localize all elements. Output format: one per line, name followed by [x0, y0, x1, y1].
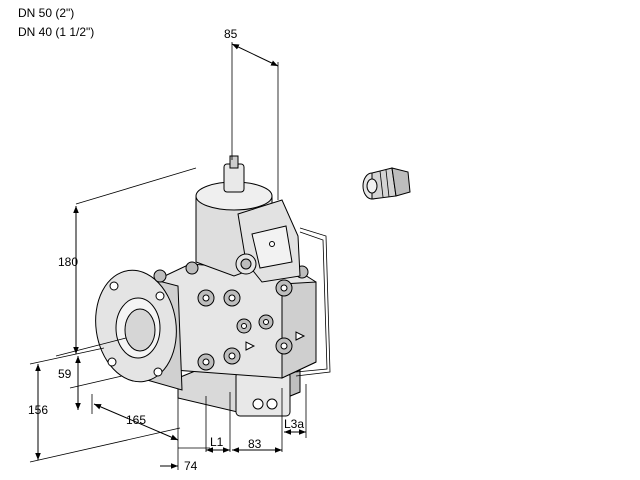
dim-label-83: 83 [248, 437, 262, 451]
flange-bolt-hole [107, 357, 117, 367]
title-dn40: DN 40 (1 1/2") [18, 25, 95, 39]
flow-arrow [295, 331, 306, 341]
actuator-pin [229, 155, 239, 169]
dim-label-165: 165 [126, 413, 146, 427]
terminal-port [252, 398, 264, 410]
body-bolts [153, 261, 309, 371]
cable [295, 227, 331, 377]
terminal-port [266, 398, 278, 410]
flange-bore-inner [124, 308, 156, 352]
flange-bolt-hole [153, 367, 163, 377]
flange-bolt-hole [109, 281, 119, 291]
dim-label-l1: L1 [210, 435, 224, 449]
dim-label-85: 85 [224, 27, 238, 41]
plug-screw [269, 241, 275, 247]
dim-label-74: 74 [184, 459, 198, 473]
title-dn50: DN 50 (2") [18, 6, 75, 20]
dim-label-180: 180 [58, 255, 78, 269]
actuator-knob-center [240, 258, 252, 270]
main-body-side [281, 281, 317, 379]
dim-label-59: 59 [58, 367, 72, 381]
valve-body [95, 155, 331, 417]
cable [295, 231, 328, 373]
dim-label-156: 156 [28, 403, 48, 417]
flange-bolt-hole [155, 291, 165, 301]
cable-gland-icon [362, 167, 411, 200]
dimension-lines [29, 42, 307, 470]
flow-arrow [245, 341, 256, 351]
dim-label-l3a: L3a [284, 417, 304, 431]
